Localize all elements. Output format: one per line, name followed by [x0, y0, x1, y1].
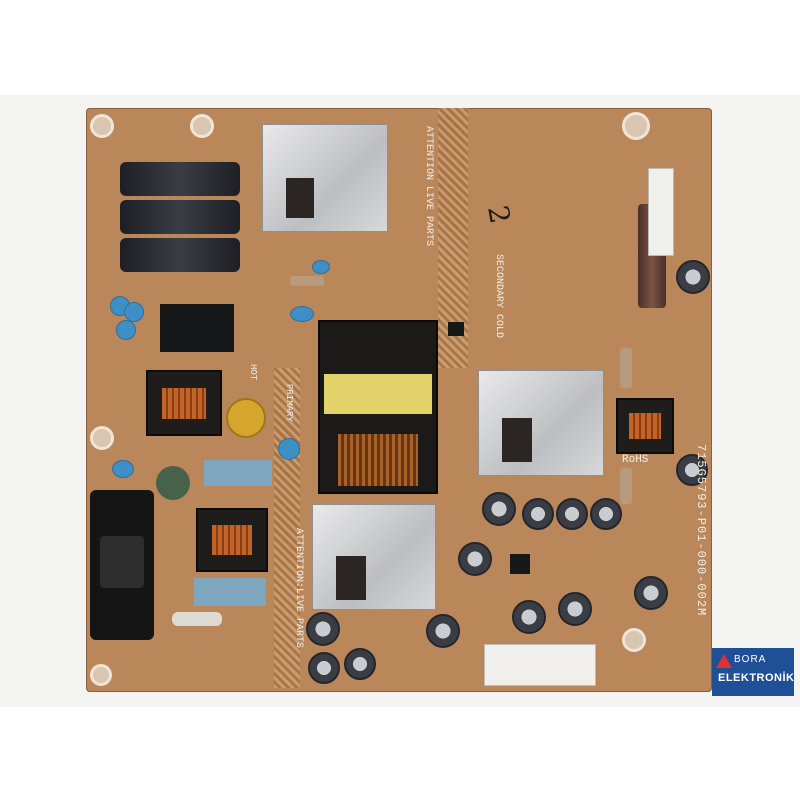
logo-line2: ELEKTRONİK [718, 672, 795, 684]
attention-label-bottom: ATTENTION:LIVE PARTS [293, 528, 304, 649]
ceramic-capacitor [124, 302, 144, 322]
mounting-hole [90, 114, 114, 138]
electrolytic-capacitor [482, 492, 516, 526]
ceramic-capacitor [112, 460, 134, 478]
optocoupler [448, 322, 464, 336]
mounting-hole [190, 114, 214, 138]
x-capacitor [204, 460, 272, 486]
primary-label: PRIMARY [284, 384, 294, 422]
resistor [290, 276, 324, 286]
bridge-rectifier [160, 304, 234, 352]
thermistor [156, 466, 190, 500]
varistor [226, 398, 266, 438]
logo-line1: BORA [734, 654, 767, 665]
electrolytic-capacitor [634, 576, 668, 610]
fuse [172, 612, 222, 626]
electrolytic-capacitor [344, 648, 376, 680]
output-connector [484, 644, 596, 686]
ceramic-capacitor [312, 260, 330, 274]
transistor [336, 556, 366, 600]
attention-label-top: ATTENTION LIVE PARTS [423, 126, 434, 247]
logo-triangle-icon [716, 654, 732, 668]
ac-inlet-connector [90, 490, 154, 640]
common-mode-choke [146, 370, 222, 436]
electrolytic-capacitor [556, 498, 588, 530]
handwritten-mark: 2 [481, 202, 517, 227]
heatsink-right [478, 370, 604, 476]
mounting-hole [90, 664, 112, 686]
common-mode-choke [196, 508, 268, 572]
output-connector [648, 168, 674, 256]
pcb-board: 715G5793-P01-000-002M ATTENTION LIVE PAR… [86, 108, 712, 692]
heatsink-bottom [312, 504, 436, 610]
brand-logo: BORA ELEKTRONİK [712, 648, 794, 696]
resistor [620, 468, 632, 504]
electrolytic-capacitor [522, 498, 554, 530]
electrolytic-capacitor [308, 652, 340, 684]
main-transformer [318, 320, 438, 494]
bulk-capacitor [120, 200, 240, 234]
transistor [502, 418, 532, 462]
mounting-hole [622, 112, 650, 140]
bulk-capacitor [120, 238, 240, 272]
ceramic-capacitor [278, 438, 300, 460]
resistor [620, 348, 632, 388]
hot-label: HOT [248, 364, 258, 381]
isolation-stripe [274, 368, 300, 688]
mounting-hole [90, 426, 114, 450]
electrolytic-capacitor [458, 542, 492, 576]
electrolytic-capacitor [676, 260, 710, 294]
electrolytic-capacitor [512, 600, 546, 634]
heatsink-top [262, 124, 388, 232]
electrolytic-capacitor [426, 614, 460, 648]
transistor [286, 178, 314, 218]
electrolytic-capacitor [306, 612, 340, 646]
electrolytic-capacitor [558, 592, 592, 626]
ceramic-capacitor [290, 306, 314, 322]
rohs-label: RoHS [622, 454, 649, 466]
x-capacitor [194, 578, 266, 606]
electrolytic-capacitor [676, 454, 708, 486]
mounting-hole [622, 628, 646, 652]
secondary-cold-label: SECONDARY COLD [493, 254, 504, 339]
ic-chip [510, 554, 530, 574]
part-number-label: 715G5793-P01-000-002M [694, 444, 708, 617]
bulk-capacitor [120, 162, 240, 196]
electrolytic-capacitor [590, 498, 622, 530]
output-inductor [616, 398, 674, 454]
ceramic-capacitor [116, 320, 136, 340]
